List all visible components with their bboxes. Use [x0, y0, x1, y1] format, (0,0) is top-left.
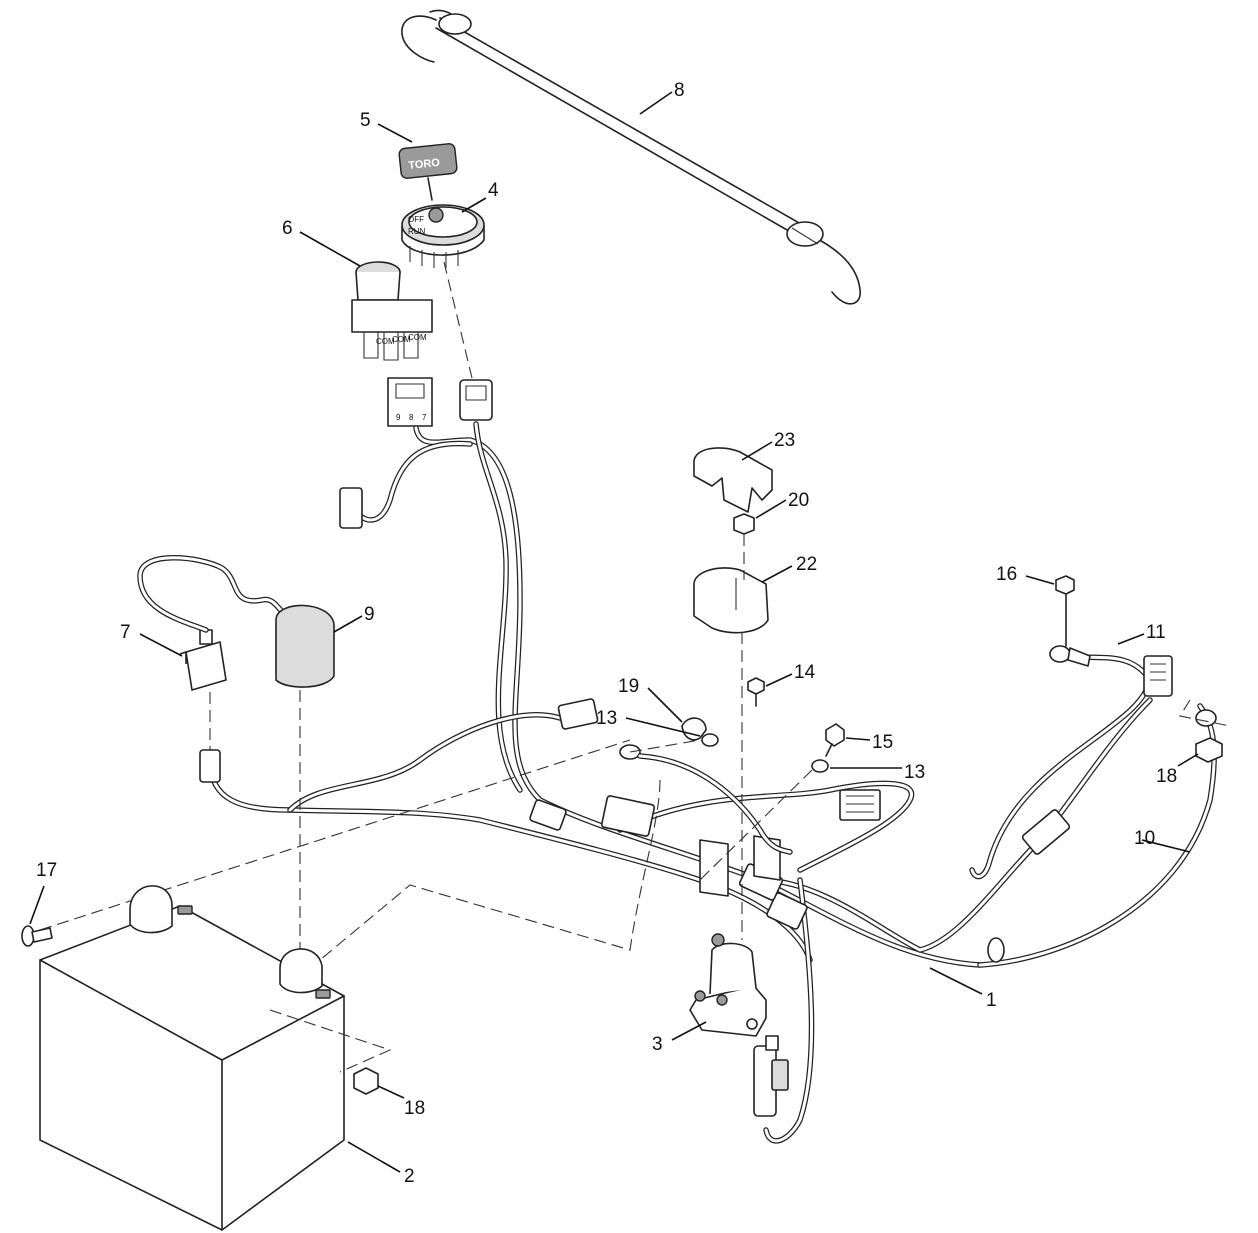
callout-13-left: 13: [596, 708, 617, 729]
pto-terminal-3: COM: [408, 333, 427, 342]
alignment-line-ground: [319, 779, 661, 961]
callout-5: 5: [360, 110, 371, 131]
callout-22: 22: [796, 554, 817, 575]
bolt-16: [1049, 575, 1091, 667]
pto-terminal-1: COM: [376, 337, 395, 346]
callout-7: 7: [120, 622, 131, 643]
alignment-line-battery-nut: [269, 1009, 392, 1073]
callout-20: 20: [788, 490, 809, 511]
bolt-15: [825, 723, 845, 757]
ignition-key: TORO: [398, 143, 458, 201]
ignition-switch: OFF RUN: [401, 204, 485, 268]
callout-3: 3: [652, 1034, 663, 1055]
callout-8: 8: [674, 80, 685, 101]
callout-13-right: 13: [904, 762, 925, 783]
callout-18-battery: 18: [404, 1098, 425, 1119]
main-wiring-harness: [207, 421, 1217, 1144]
fuse-holder: [753, 1035, 789, 1117]
battery: [39, 885, 345, 1231]
callout-10: 10: [1134, 828, 1155, 849]
alignment-line-ignition: [443, 261, 473, 379]
callout-14: 14: [794, 662, 816, 683]
callout-23: 23: [774, 430, 795, 451]
terminal-insulator: [693, 567, 769, 634]
relay: [179, 629, 227, 783]
callout-2: 2: [404, 1166, 415, 1187]
hold-down-rod: [401, 9, 861, 305]
alignment-line-washer-a: [629, 739, 701, 753]
callout-9: 9: [364, 604, 375, 625]
nut-18-right: [1195, 737, 1223, 763]
ignition-harness-connector: [459, 379, 493, 421]
pto-harness-connector: 9 8 7: [387, 377, 433, 427]
washer-13b: [811, 759, 829, 773]
pto-terminal-2: COM: [392, 335, 411, 344]
harness-plug: [839, 789, 881, 821]
callout-18-right: 18: [1156, 766, 1177, 787]
terminal-cover-top: [693, 447, 773, 513]
callout-labels: 1 2 3 4 5 6 7 8 9 10 11 13 13 14 15 16 1…: [36, 80, 1177, 1187]
alignment-line-washer-b: [699, 769, 813, 881]
leader-lines: [29, 91, 1199, 1173]
callout-15: 15: [872, 732, 893, 753]
callout-11: 11: [1146, 622, 1166, 643]
starter-solenoid: [689, 933, 767, 1037]
ignition-mark-run: RUN: [408, 227, 426, 236]
washer-13a: [701, 733, 719, 747]
connector-pin-9: 9: [396, 413, 401, 422]
bolt-14: [747, 677, 765, 707]
connector-pin-7: 7: [422, 413, 427, 422]
carriage-bolt-17: [21, 925, 53, 947]
callout-6: 6: [282, 218, 293, 239]
hex-nut: [733, 513, 755, 535]
connector-pin-8: 8: [409, 413, 414, 422]
ignition-mark-off: OFF: [408, 215, 424, 224]
wing-nut-19: [681, 717, 707, 741]
callout-19: 19: [618, 676, 639, 697]
key-brand-text: TORO: [408, 157, 441, 172]
alignment-line-bolt-17: [39, 739, 631, 931]
callout-1: 1: [986, 990, 997, 1011]
positive-cable-boot: [137, 555, 335, 688]
callout-17: 17: [36, 860, 57, 881]
ring-terminal-10: [1195, 709, 1217, 727]
alignment-line-right-terminal: [1179, 699, 1231, 727]
callout-4: 4: [488, 180, 499, 201]
pto-switch: COM COM COM: [351, 261, 433, 361]
nut-18-battery: [353, 1067, 379, 1095]
callout-16: 16: [996, 564, 1017, 585]
